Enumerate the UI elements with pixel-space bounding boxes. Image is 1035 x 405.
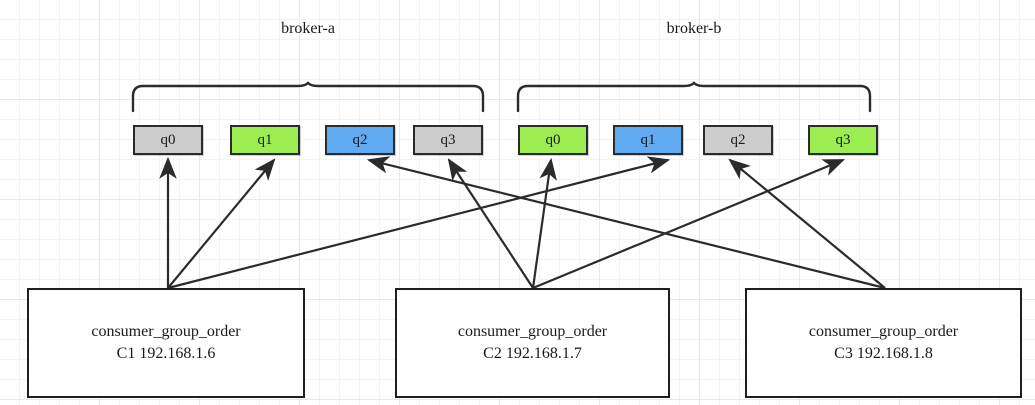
edge-C2-to-broker-b-q3 — [532, 158, 846, 290]
queue-box-broker-b-q3[interactable]: q3 — [808, 125, 878, 155]
queue-box-broker-a-q0[interactable]: q0 — [133, 125, 203, 155]
consumer-instance-address: C2 192.168.1.7 — [483, 345, 582, 362]
queue-box-broker-b-q1[interactable]: q1 — [613, 125, 683, 155]
broker-brace-broker-a — [131, 81, 485, 113]
consumer-group-name: consumer_group_order — [808, 323, 959, 341]
consumer-instance-address: C3 192.168.1.8 — [834, 345, 933, 362]
consumer-group-name: consumer_group_order — [91, 323, 241, 341]
edge-C2-to-broker-b-q0 — [531, 157, 557, 289]
consumer-box-C2[interactable]: consumer_group_order C2 192.168.1.7 — [395, 288, 670, 398]
broker-brace-broker-b — [516, 81, 872, 113]
consumer-box-C1[interactable]: consumer_group_order C1 192.168.1.6 — [27, 288, 305, 398]
queue-box-broker-b-q2[interactable]: q2 — [703, 125, 773, 155]
edge-C1-to-broker-b-q1 — [167, 156, 671, 290]
broker-label-broker-a: broker-a — [281, 20, 335, 37]
broker-label-broker-b: broker-b — [666, 20, 722, 37]
queue-box-broker-a-q3[interactable]: q3 — [413, 125, 483, 155]
broker-brace-layer — [131, 81, 872, 113]
consumer-group-name: consumer_group_order — [457, 323, 608, 341]
edge-C2-to-broker-a-q3 — [447, 158, 534, 289]
consumer-box-C3[interactable]: consumer_group_order C3 192.168.1.8 — [745, 288, 1022, 398]
queue-box-broker-b-q0[interactable]: q0 — [518, 125, 588, 155]
edge-C1-to-broker-a-q1 — [167, 158, 276, 289]
consumer-queue-edges — [159, 156, 886, 290]
edge-C3-to-broker-b-q2 — [728, 158, 886, 289]
edge-C3-to-broker-a-q2 — [366, 156, 886, 290]
consumer-instance-address: C1 192.168.1.6 — [116, 345, 216, 362]
queue-box-broker-a-q1[interactable]: q1 — [230, 125, 300, 155]
queue-box-broker-a-q2[interactable]: q2 — [325, 125, 395, 155]
